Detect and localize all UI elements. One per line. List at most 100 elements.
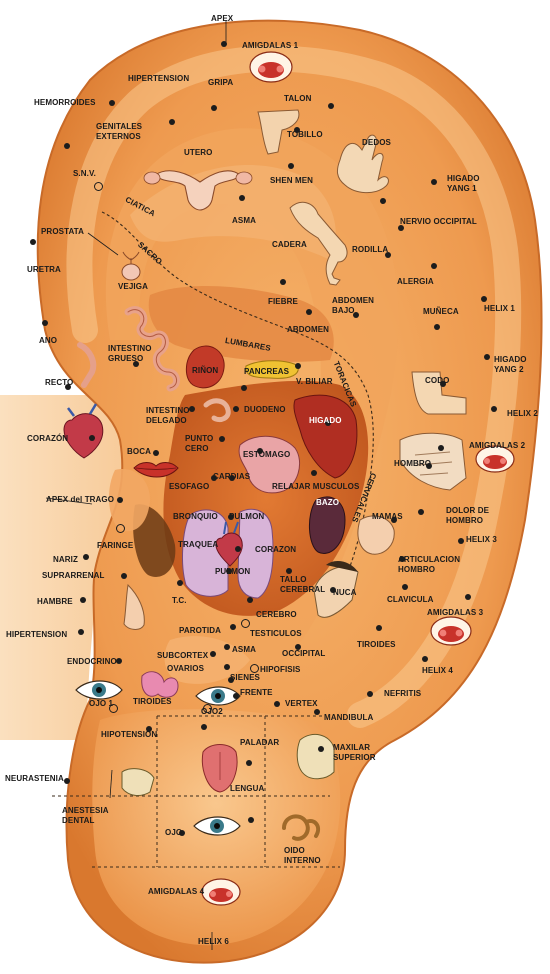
point-marker[interactable] <box>78 629 84 635</box>
label-helix-6: HELIX 6 <box>198 937 229 946</box>
neck-icon <box>313 560 359 618</box>
label-cadera: CADERA <box>272 240 307 249</box>
point-marker[interactable] <box>121 573 127 579</box>
label-cardias: CARDIAS <box>213 472 251 481</box>
point-marker[interactable] <box>89 435 95 441</box>
point-marker[interactable] <box>210 651 216 657</box>
point-marker[interactable] <box>431 263 437 269</box>
point-marker[interactable] <box>109 100 115 106</box>
point-marker[interactable] <box>65 384 71 390</box>
point-marker[interactable] <box>211 105 217 111</box>
point-marker[interactable] <box>30 239 36 245</box>
point-marker[interactable] <box>153 450 159 456</box>
point-marker[interactable] <box>376 625 382 631</box>
label-fiebre: FIEBRE <box>268 297 298 306</box>
point-marker[interactable] <box>295 644 301 650</box>
point-marker[interactable] <box>330 587 336 593</box>
point-marker[interactable] <box>246 760 252 766</box>
point-marker[interactable] <box>274 701 280 707</box>
label-apex: APEX <box>211 14 234 23</box>
label-dedos: DEDOS <box>362 138 391 147</box>
point-marker[interactable] <box>146 726 152 732</box>
label-ojo-2: OJO2 <box>201 707 223 716</box>
point-marker[interactable] <box>465 594 471 600</box>
point-marker[interactable] <box>458 538 464 544</box>
label-tallo-cerebral: TALLO CEREBRAL <box>280 575 326 594</box>
point-marker[interactable] <box>431 179 437 185</box>
point-ring[interactable] <box>116 524 125 533</box>
point-marker[interactable] <box>438 445 444 451</box>
point-ring[interactable] <box>203 704 212 713</box>
label-paladar: PALADAR <box>240 738 280 747</box>
point-marker[interactable] <box>314 709 320 715</box>
point-marker[interactable] <box>201 724 207 730</box>
label-snv: S.N.V. <box>73 169 96 178</box>
point-marker[interactable] <box>116 658 122 664</box>
point-marker[interactable] <box>280 279 286 285</box>
point-marker[interactable] <box>233 693 239 699</box>
point-marker[interactable] <box>325 420 331 426</box>
point-marker[interactable] <box>380 198 386 204</box>
point-marker[interactable] <box>235 546 241 552</box>
point-marker[interactable] <box>83 554 89 560</box>
point-marker[interactable] <box>228 514 234 520</box>
point-marker[interactable] <box>422 656 428 662</box>
point-marker[interactable] <box>288 163 294 169</box>
label-subcortex: SUBCORTEX <box>157 651 209 660</box>
point-marker[interactable] <box>295 363 301 369</box>
point-marker[interactable] <box>481 296 487 302</box>
label-intestino-grueso: INTESTINO GRUESO <box>108 344 152 363</box>
label-recto: RECTO <box>45 378 74 387</box>
point-marker[interactable] <box>42 320 48 326</box>
point-marker[interactable] <box>257 448 263 454</box>
point-marker[interactable] <box>133 361 139 367</box>
point-marker[interactable] <box>440 381 446 387</box>
point-marker[interactable] <box>385 252 391 258</box>
point-marker[interactable] <box>64 143 70 149</box>
point-marker[interactable] <box>484 354 490 360</box>
point-marker[interactable] <box>306 309 312 315</box>
point-marker[interactable] <box>426 463 432 469</box>
point-marker[interactable] <box>318 746 324 752</box>
point-ring[interactable] <box>109 704 118 713</box>
point-marker[interactable] <box>177 580 183 586</box>
point-marker[interactable] <box>367 691 373 697</box>
label-shen-men: SHEN MEN <box>270 176 314 185</box>
point-marker[interactable] <box>189 406 195 412</box>
point-marker[interactable] <box>224 664 230 670</box>
point-marker[interactable] <box>491 406 497 412</box>
point-marker[interactable] <box>169 119 175 125</box>
point-marker[interactable] <box>64 778 70 784</box>
point-marker[interactable] <box>328 103 334 109</box>
point-marker[interactable] <box>211 475 217 481</box>
point-marker[interactable] <box>228 677 234 683</box>
point-marker[interactable] <box>80 597 86 603</box>
point-marker[interactable] <box>248 817 254 823</box>
point-marker[interactable] <box>117 497 123 503</box>
point-ring[interactable] <box>94 182 103 191</box>
point-marker[interactable] <box>434 324 440 330</box>
point-marker[interactable] <box>247 597 253 603</box>
point-marker[interactable] <box>391 517 397 523</box>
point-marker[interactable] <box>226 568 232 574</box>
point-ring[interactable] <box>241 619 250 628</box>
point-marker[interactable] <box>241 385 247 391</box>
point-marker[interactable] <box>399 556 405 562</box>
point-marker[interactable] <box>398 225 404 231</box>
point-marker[interactable] <box>179 830 185 836</box>
point-marker[interactable] <box>239 195 245 201</box>
point-marker[interactable] <box>353 312 359 318</box>
point-marker[interactable] <box>233 406 239 412</box>
point-marker[interactable] <box>224 644 230 650</box>
point-marker[interactable] <box>229 475 235 481</box>
point-marker[interactable] <box>311 470 317 476</box>
point-ring[interactable] <box>250 664 259 673</box>
point-marker[interactable] <box>219 436 225 442</box>
point-marker[interactable] <box>221 41 227 47</box>
point-marker[interactable] <box>230 624 236 630</box>
point-marker[interactable] <box>286 568 292 574</box>
point-marker[interactable] <box>402 584 408 590</box>
point-marker[interactable] <box>294 127 300 133</box>
point-marker[interactable] <box>418 509 424 515</box>
